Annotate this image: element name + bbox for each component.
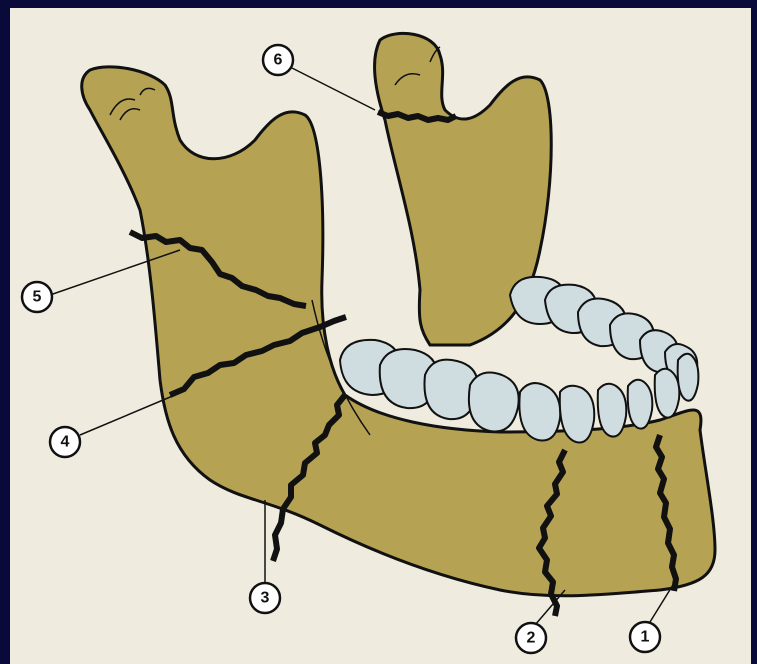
callout-1-label: 1	[641, 629, 650, 646]
callout-4-label: 4	[61, 434, 70, 451]
callout-3: 3	[250, 583, 280, 613]
callout-2: 2	[516, 623, 546, 653]
callout-6: 6	[263, 45, 293, 75]
far-teeth	[510, 277, 697, 382]
callout-2-label: 2	[527, 630, 536, 647]
callout-1: 1	[630, 622, 660, 652]
leader-line-6	[292, 68, 375, 110]
callout-3-label: 3	[261, 590, 270, 607]
callout-6-label: 6	[274, 52, 283, 69]
callout-5: 5	[22, 282, 52, 312]
callout-5-label: 5	[33, 289, 42, 306]
leader-line-4	[80, 395, 175, 435]
callout-4: 4	[50, 427, 80, 457]
